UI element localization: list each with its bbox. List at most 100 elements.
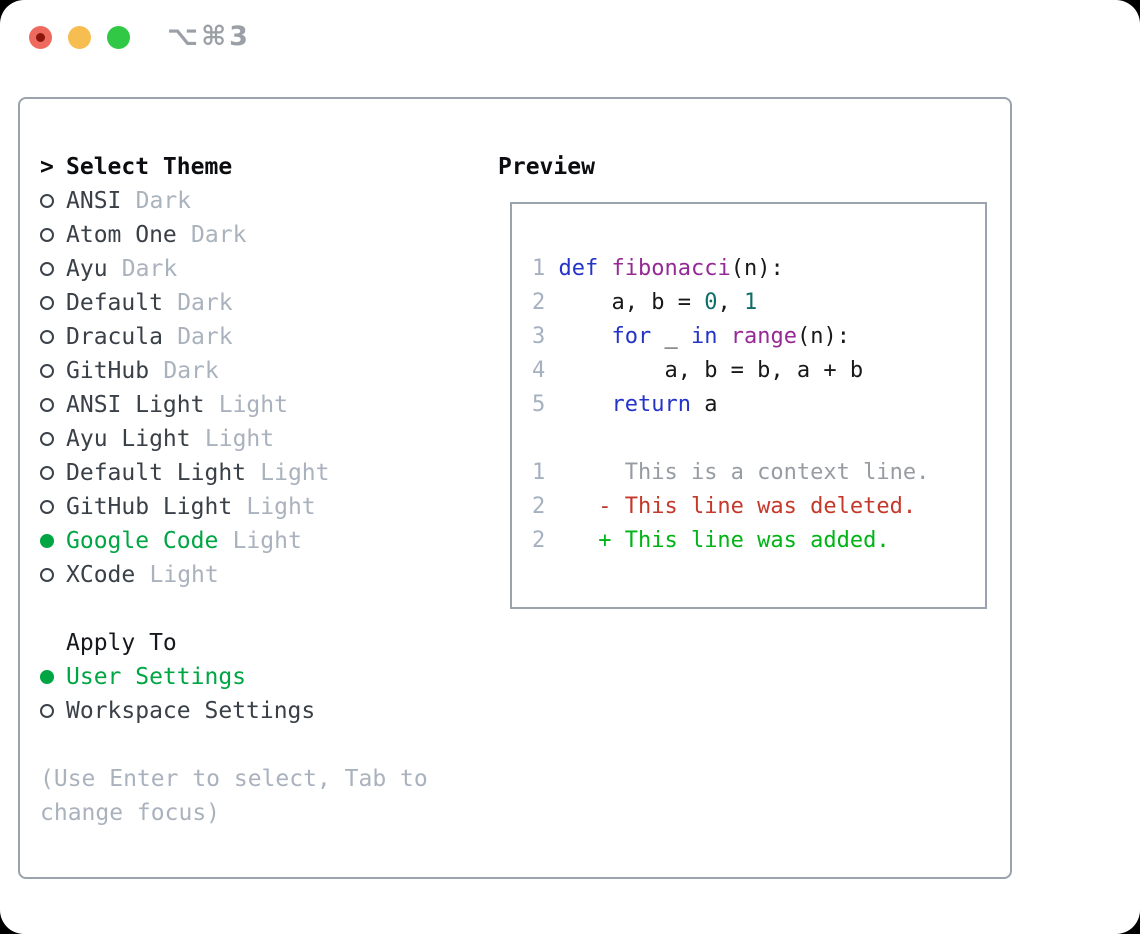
select-theme-header: > Select Theme — [40, 150, 480, 184]
radio-unselected-icon — [40, 432, 66, 446]
theme-variant: Light — [260, 460, 330, 486]
radio-unselected-icon — [40, 704, 66, 718]
code-token: This is a context line. — [545, 460, 930, 485]
theme-name: Dracula — [66, 324, 163, 350]
apply-option-label: User Settings — [66, 664, 247, 690]
radio-unselected-icon — [40, 262, 66, 276]
apply-to-title: Apply To — [66, 630, 177, 656]
close-button[interactable] — [29, 26, 52, 49]
theme-variant: Light — [204, 426, 275, 452]
code-token: - This line was deleted. — [545, 494, 917, 519]
cursor-icon: > — [40, 154, 54, 180]
theme-option[interactable]: ANSI Dark — [40, 184, 480, 218]
code-line: 5 return a — [532, 388, 985, 422]
apply-option[interactable]: Workspace Settings — [40, 694, 480, 728]
code-token: 0 — [704, 290, 718, 315]
code-line — [532, 422, 985, 456]
theme-name: Default Light — [66, 460, 247, 486]
code-line: 3 for _ in range(n): — [532, 320, 985, 354]
theme-option[interactable]: Default Dark — [40, 286, 480, 320]
code-token — [717, 324, 730, 349]
line-number: 2 — [532, 528, 546, 553]
theme-option[interactable]: Ayu Dark — [40, 252, 480, 286]
theme-variant: Dark — [191, 222, 247, 248]
radio-selected-icon — [40, 534, 66, 548]
apply-option-label: Workspace Settings — [66, 698, 316, 724]
theme-name: Ayu Light — [66, 426, 191, 452]
theme-name: GitHub — [66, 358, 150, 384]
code-line: 4 a, b = b, a + b — [532, 354, 985, 388]
theme-variant: Dark — [135, 188, 192, 214]
theme-name: XCode — [66, 562, 136, 588]
code-token: a, b = — [545, 290, 705, 315]
code-token: (n): — [730, 256, 784, 281]
theme-variant: Dark — [177, 290, 233, 316]
radio-unselected-icon — [40, 398, 66, 412]
theme-variant: Light — [218, 392, 288, 418]
code-token: return — [611, 392, 691, 417]
theme-name: Default — [66, 290, 163, 316]
theme-name: ANSI Light — [66, 392, 205, 418]
theme-option[interactable]: Ayu Light Light — [40, 422, 480, 456]
help-text: (Use Enter to select, Tab to change focu… — [40, 766, 428, 826]
code-line: 1 This is a context line. — [532, 456, 985, 490]
theme-option[interactable]: ANSI Light Light — [40, 388, 480, 422]
radio-unselected-icon — [40, 330, 66, 344]
radio-unselected-icon — [40, 194, 66, 208]
code-token: 1 — [743, 290, 758, 315]
code-token: + This line was added. — [545, 528, 890, 553]
code-token — [545, 256, 558, 281]
line-number: 1 — [532, 256, 546, 281]
apply-option[interactable]: User Settings — [40, 660, 480, 694]
theme-variant: Dark — [121, 256, 178, 282]
theme-option[interactable]: Default Light Light — [40, 456, 480, 490]
theme-name: ANSI — [66, 188, 122, 214]
theme-variant: Light — [246, 494, 316, 520]
theme-variant: Light — [232, 528, 302, 554]
theme-variant: Light — [149, 562, 219, 588]
line-number: 1 — [532, 460, 546, 485]
theme-option[interactable]: GitHub Dark — [40, 354, 480, 388]
apply-to-header: Apply To — [40, 626, 480, 660]
theme-name: GitHub Light — [66, 494, 233, 520]
radio-selected-icon — [40, 670, 66, 684]
theme-name: Ayu — [66, 256, 108, 282]
spacer — [40, 728, 480, 762]
theme-option[interactable]: Dracula Dark — [40, 320, 480, 354]
theme-name: Google Code — [66, 528, 219, 554]
theme-option[interactable]: Google Code Light — [40, 524, 480, 558]
code-token: (n): — [796, 324, 850, 349]
theme-option[interactable]: XCode Light — [40, 558, 480, 592]
code-token — [545, 324, 611, 349]
theme-variant: Dark — [177, 324, 233, 350]
code-token: a — [690, 392, 718, 417]
radio-unselected-icon — [40, 228, 66, 242]
code-token: def — [558, 256, 599, 281]
code-line: 2 + This line was added. — [532, 524, 985, 558]
theme-variant: Dark — [163, 358, 219, 384]
close-dot-icon — [36, 33, 45, 42]
theme-option[interactable]: GitHub Light Light — [40, 490, 480, 524]
minimize-button[interactable] — [68, 26, 91, 49]
line-number: 2 — [532, 290, 546, 315]
code-token: range — [730, 324, 797, 349]
radio-unselected-icon — [40, 364, 66, 378]
code-token — [598, 256, 611, 281]
code-token: fibonacci — [611, 256, 731, 281]
radio-unselected-icon — [40, 466, 66, 480]
select-theme-title: Select Theme — [66, 154, 233, 180]
code-token — [545, 392, 611, 417]
code-token: in — [690, 324, 718, 349]
traffic-lights — [29, 26, 130, 49]
radio-unselected-icon — [40, 500, 66, 514]
line-number: 5 — [532, 392, 546, 417]
line-number: 2 — [532, 494, 546, 519]
zoom-button[interactable] — [107, 26, 130, 49]
